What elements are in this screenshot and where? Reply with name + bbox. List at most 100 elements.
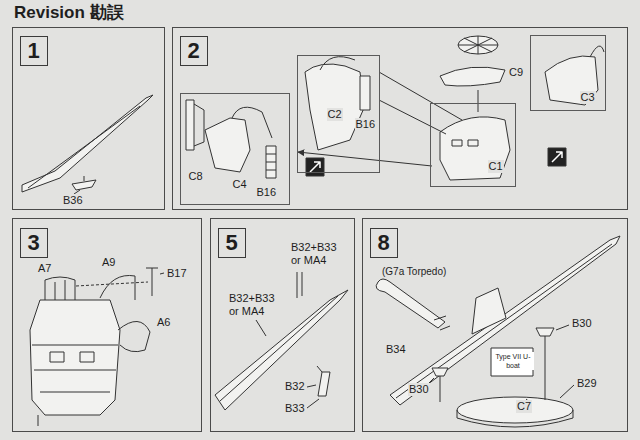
conning-tower: [76, 282, 148, 286]
part-label: Type VII U-boat: [492, 352, 534, 370]
hull-part: [318, 372, 330, 396]
part-frame: C8C4B16: [180, 93, 290, 205]
part-label: B16: [256, 186, 278, 199]
hull-part: [256, 320, 266, 336]
part-label: B32+B33 or MA4: [290, 241, 350, 267]
part-label: B29: [576, 377, 598, 390]
turn-over-icon: [552, 152, 562, 162]
u-boat-on-stand: [376, 236, 620, 427]
tower-parts: [478, 90, 479, 112]
part-label: C2: [327, 108, 343, 121]
hull-deck-part: [28, 106, 140, 188]
conning-tower: [32, 345, 118, 392]
part-label: C1: [488, 160, 504, 173]
part-label: C3: [580, 91, 596, 104]
tower-parts: [440, 67, 505, 86]
tower-parts: [205, 118, 250, 172]
step-panel: 1: [12, 27, 165, 210]
conning-tower: [160, 273, 164, 274]
step-number: 3: [20, 228, 48, 258]
tower-parts: [440, 117, 510, 180]
turn-over-icon: [548, 148, 566, 166]
turn-over-icon: [306, 158, 324, 176]
u-boat-on-stand: [376, 279, 445, 328]
conning-tower: [118, 321, 150, 351]
part-label: B34: [385, 343, 407, 356]
u-boat-on-stand: [428, 325, 574, 404]
tower-parts: [468, 140, 478, 146]
step-number: 1: [20, 36, 48, 66]
part-frame: C3: [530, 35, 606, 111]
hull-part: [307, 385, 319, 408]
conning-tower: [100, 275, 135, 300]
part-label: B33: [284, 402, 306, 415]
conning-tower: [45, 277, 75, 300]
part-frame: C1: [430, 103, 516, 187]
hull-part: [317, 366, 322, 372]
part-label: C7: [516, 400, 532, 413]
u-boat-on-stand: [491, 348, 533, 376]
hull-part: [215, 290, 348, 410]
u-boat-on-stand: [536, 328, 554, 336]
step-number: 5: [218, 228, 246, 258]
part-frame: C2B16: [297, 55, 381, 173]
tower-parts: [458, 36, 498, 54]
step-panel: 2C8C4B16C2B16C1C3: [172, 27, 628, 210]
conning-tower: [30, 268, 164, 426]
conning-tower: [80, 352, 94, 362]
conning-tower: [30, 300, 120, 415]
part-label: A9: [101, 256, 116, 269]
part-label: A7: [37, 262, 52, 275]
step-number: 8: [370, 228, 398, 258]
part-label: B32: [284, 380, 306, 393]
tower-parts: [186, 36, 604, 180]
part-label: B32+B33 or MA4: [228, 292, 288, 318]
hull-part: [215, 272, 348, 410]
u-boat-on-stand: [440, 332, 545, 402]
tower-parts: [266, 154, 276, 170]
tower-parts: [458, 36, 498, 54]
conning-tower: [38, 415, 39, 426]
u-boat-on-stand: [472, 288, 506, 334]
part-label: (G7a Torpedo): [381, 266, 447, 278]
conning-tower: [55, 280, 65, 300]
step-number: 2: [180, 36, 208, 66]
part-label: B30: [408, 383, 430, 396]
u-boat-on-stand: [457, 410, 573, 427]
tower-parts: [232, 107, 272, 138]
part-label: C9: [508, 66, 524, 79]
turn-over-icon: [310, 162, 320, 172]
tower-parts: [186, 100, 194, 150]
tower-parts: [266, 146, 276, 178]
tower-parts: [590, 46, 604, 57]
u-boat-on-stand: [457, 397, 573, 423]
part-label: B30: [571, 317, 593, 330]
part-label: C4: [232, 178, 248, 191]
hull-deck-part: [84, 176, 85, 181]
tower-parts: [194, 104, 204, 146]
hull-deck-part: [22, 95, 153, 192]
hull-deck-part: [72, 180, 96, 190]
part-label: C8: [188, 170, 204, 183]
tower-parts: [320, 57, 355, 70]
part-label: B36: [62, 194, 84, 207]
tower-parts: [360, 76, 370, 110]
tower-parts: [545, 56, 598, 105]
u-boat-on-stand: [390, 236, 620, 405]
u-boat-on-stand: [432, 368, 448, 376]
part-label: B16: [355, 118, 377, 131]
hull-deck-part: [22, 95, 153, 194]
u-boat-on-stand: [434, 316, 450, 330]
hull-part: [297, 272, 302, 298]
part-label: B17: [166, 267, 188, 280]
tower-parts: [452, 140, 462, 146]
part-label: A6: [156, 316, 171, 329]
conning-tower: [50, 352, 64, 362]
tower-parts: [305, 64, 364, 150]
step-panel: 3: [12, 218, 202, 432]
page-title: Revision 勘誤: [14, 3, 124, 23]
